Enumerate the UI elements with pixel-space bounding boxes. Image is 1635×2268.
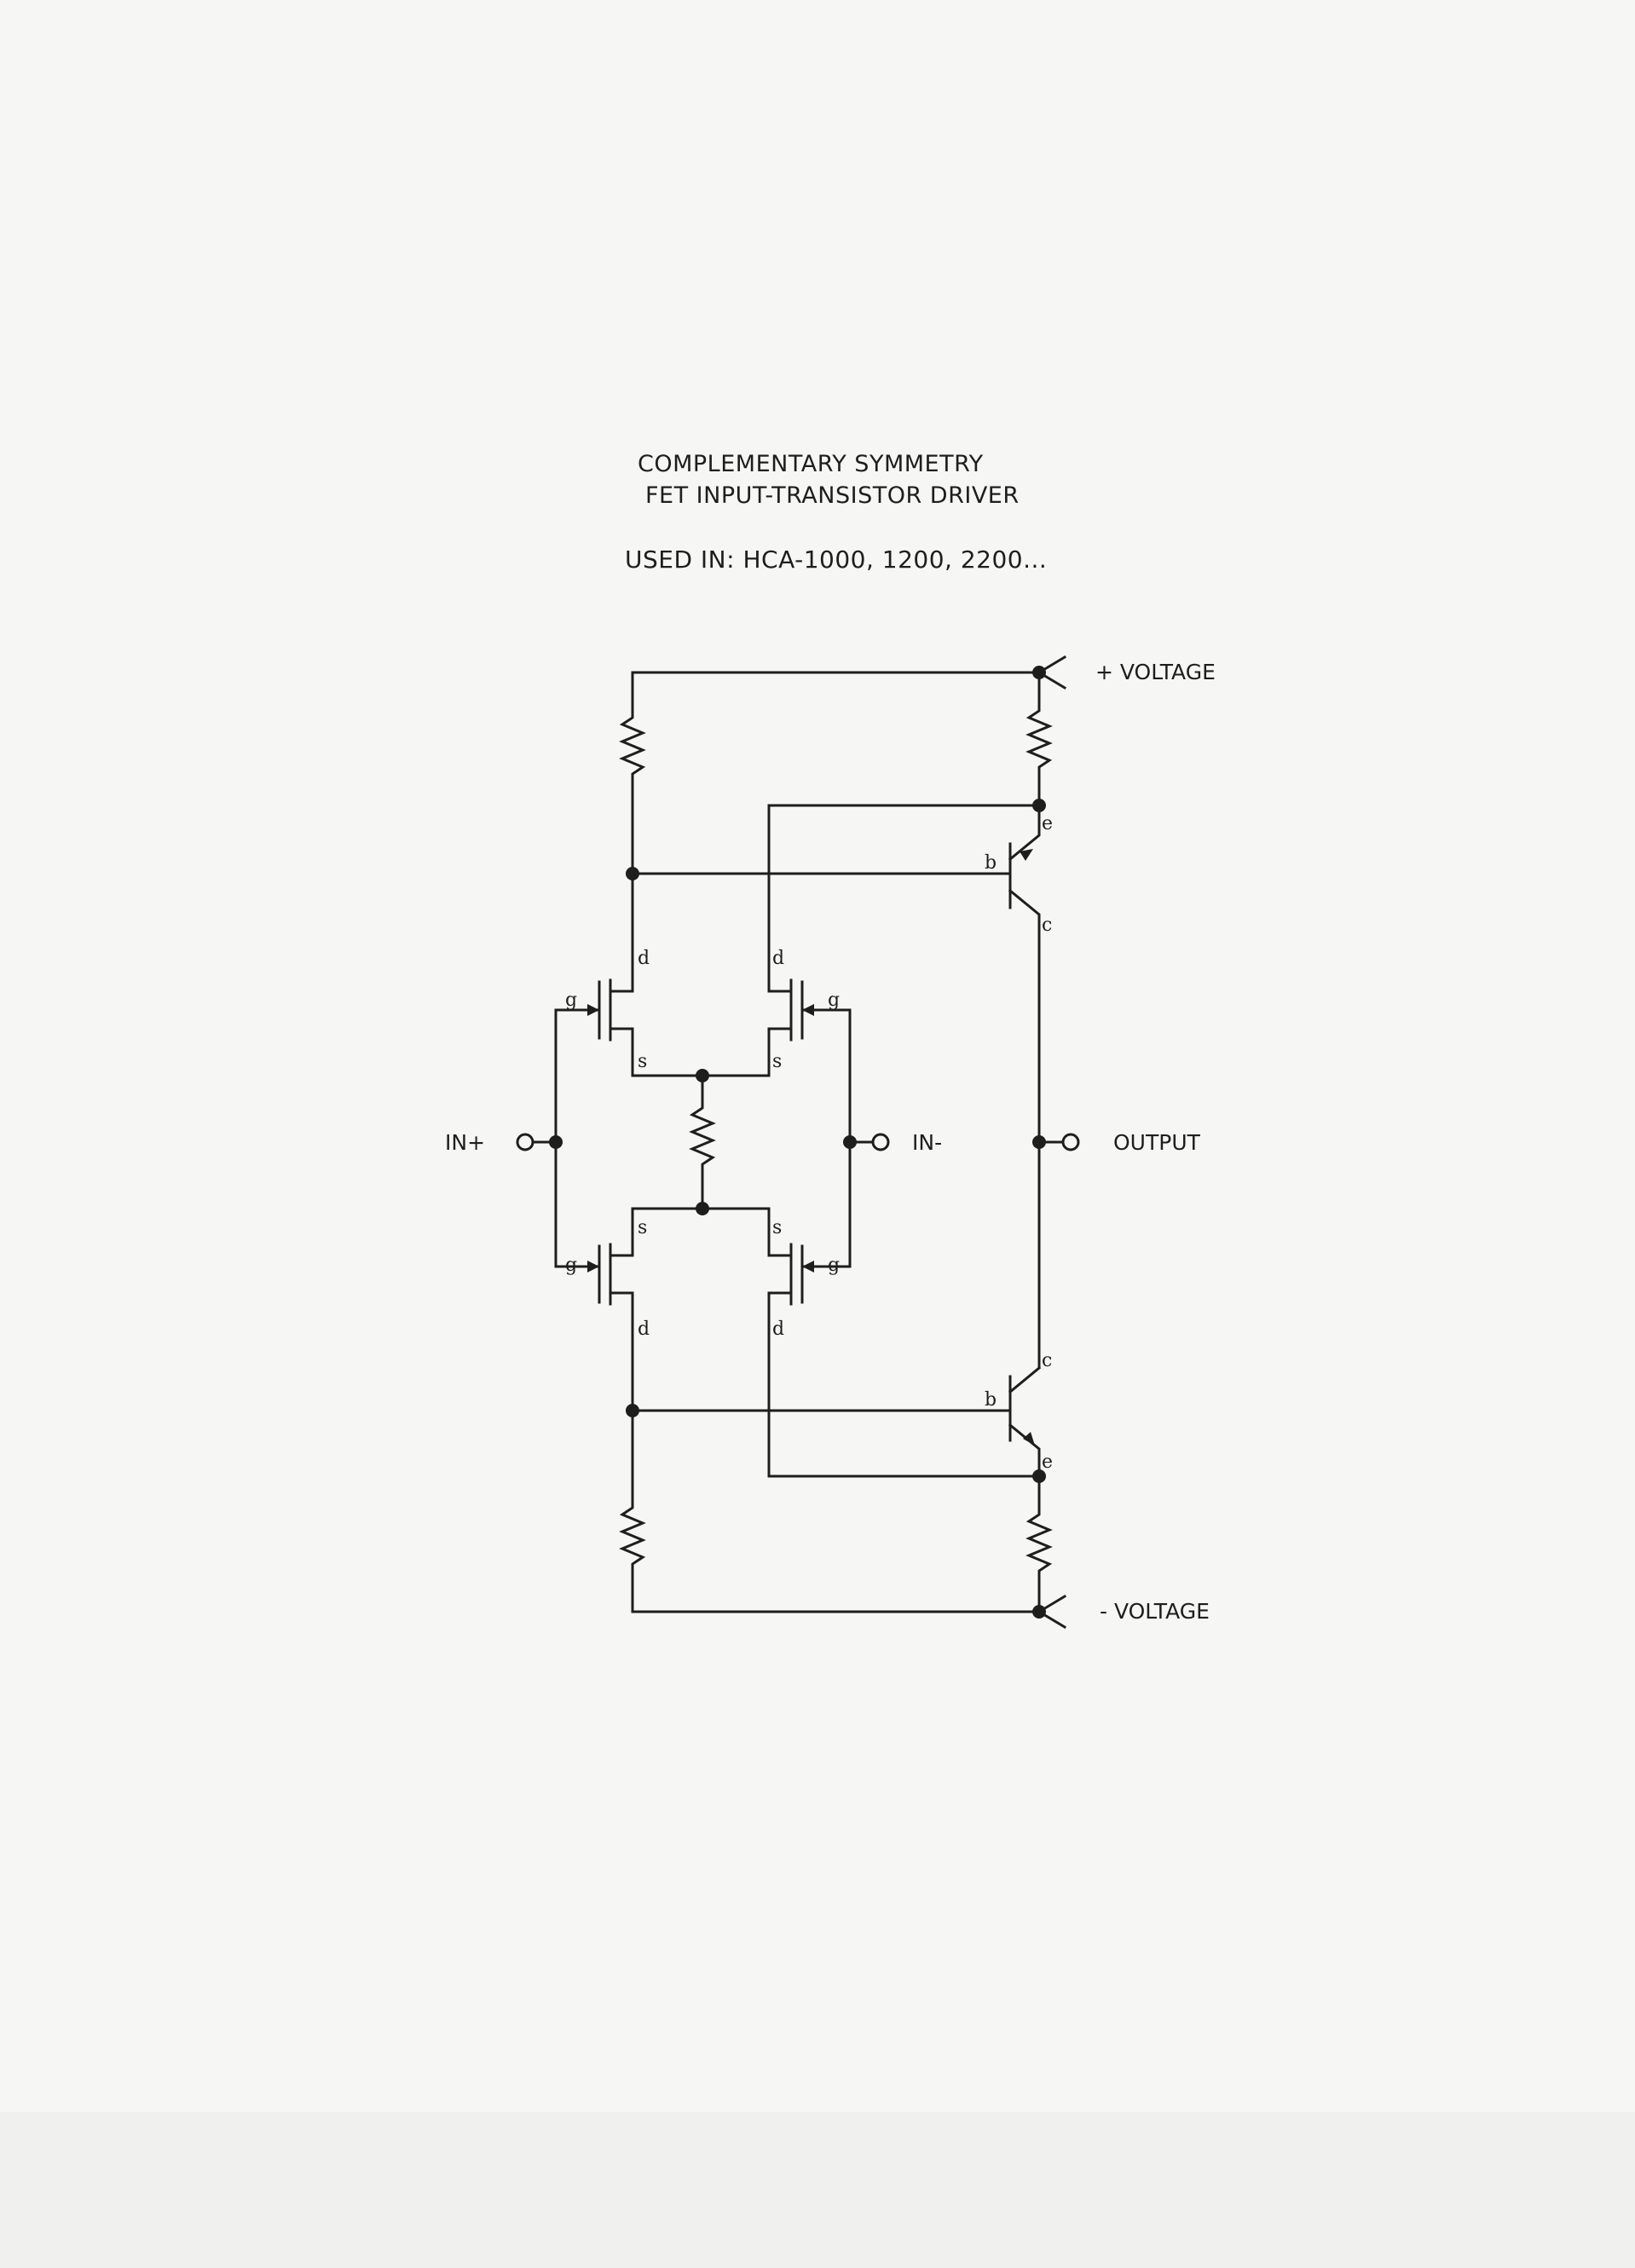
arrows xyxy=(587,849,1035,1446)
pin-label-s: s xyxy=(772,1217,782,1238)
pin-label-g: g xyxy=(565,1255,577,1276)
plus-voltage-label: + VOLTAGE xyxy=(1095,660,1216,684)
fet-br-arrow xyxy=(802,1261,814,1273)
pnp-emitter-lead xyxy=(1008,804,1041,862)
pin-label-s: s xyxy=(638,1051,647,1072)
junction xyxy=(549,1135,563,1149)
resistor-middle xyxy=(689,1074,716,1210)
pin-label-s: s xyxy=(638,1217,647,1238)
pin-label-c: c xyxy=(1042,915,1052,936)
junction xyxy=(1032,1469,1046,1483)
resistor-right-top xyxy=(1025,671,1053,807)
minus-voltage-label: - VOLTAGE xyxy=(1100,1599,1210,1624)
in-minus-terminal[interactable] xyxy=(871,1133,890,1151)
npn-emitter-lead xyxy=(1008,1423,1041,1478)
fet-tl-arrow xyxy=(587,1004,599,1016)
wires xyxy=(530,655,1067,1630)
fet-tr-drain xyxy=(767,981,793,993)
pin-labels: d g s d g s s g d s g d b e c b c e xyxy=(565,813,1053,1473)
scan-edge-shading xyxy=(0,2112,1635,2268)
fet-br-drain xyxy=(767,1291,793,1303)
fet-bl-source xyxy=(609,1207,634,1257)
pin-label-d: d xyxy=(772,1319,784,1340)
fet-tl-drain xyxy=(609,981,634,993)
used-in-line: USED IN: HCA-1000, 1200, 2200... xyxy=(625,545,1048,574)
fet-bl-drain xyxy=(609,1291,634,1303)
output-terminal[interactable] xyxy=(1061,1133,1080,1151)
pin-label-b: b xyxy=(985,1389,997,1411)
junction xyxy=(626,867,639,880)
pin-label-d: d xyxy=(638,1319,650,1340)
resistor-left-top xyxy=(619,671,646,984)
terminals xyxy=(516,1133,1080,1151)
resistor-right-bottom xyxy=(1025,1474,1053,1613)
in-minus-label: IN- xyxy=(912,1130,942,1155)
pin-label-d: d xyxy=(638,948,650,969)
fet-tr-arrow xyxy=(802,1004,814,1016)
junction xyxy=(843,1135,857,1149)
pin-label-g: g xyxy=(828,1255,840,1276)
pin-label-e: e xyxy=(1042,1451,1053,1473)
pin-label-e: e xyxy=(1042,813,1053,834)
wire-gate-left xyxy=(554,1008,601,1268)
pin-label-b: b xyxy=(985,852,997,874)
pnp-emitter-arrow xyxy=(1020,849,1033,861)
junction xyxy=(696,1202,709,1215)
npn-emitter-arrow xyxy=(1023,1432,1035,1446)
junction xyxy=(1032,666,1046,679)
fet-tr-source xyxy=(767,1027,793,1077)
fet-br-source xyxy=(767,1207,793,1257)
title-line-2: FET INPUT-TRANSISTOR DRIVER xyxy=(645,482,1020,509)
title-line-1: COMPLEMENTARY SYMMETRY xyxy=(638,451,984,477)
pin-label-g: g xyxy=(565,990,577,1011)
junctions xyxy=(549,666,1046,1619)
pin-label-s: s xyxy=(772,1051,782,1072)
junction xyxy=(1032,1135,1046,1149)
resistor-left-bottom xyxy=(619,1300,646,1613)
junction xyxy=(1032,799,1046,812)
in-plus-terminal[interactable] xyxy=(516,1133,534,1151)
pin-label-g: g xyxy=(828,990,840,1011)
fet-tl-source xyxy=(609,1027,634,1077)
npn-collector-lead xyxy=(1008,1365,1042,1394)
junction xyxy=(696,1069,709,1082)
terminal-labels: + VOLTAGE - VOLTAGE IN+ IN- OUTPUT xyxy=(445,660,1216,1624)
pnp-collector-lead xyxy=(1008,888,1041,1137)
fet-bl-arrow xyxy=(587,1261,599,1273)
pin-label-d: d xyxy=(772,948,784,969)
output-label: OUTPUT xyxy=(1113,1130,1201,1155)
in-plus-label: IN+ xyxy=(445,1130,485,1155)
junction xyxy=(1032,1605,1046,1619)
pin-label-c: c xyxy=(1042,1350,1052,1371)
junction xyxy=(626,1404,639,1417)
wire-gate-right xyxy=(800,1008,852,1268)
